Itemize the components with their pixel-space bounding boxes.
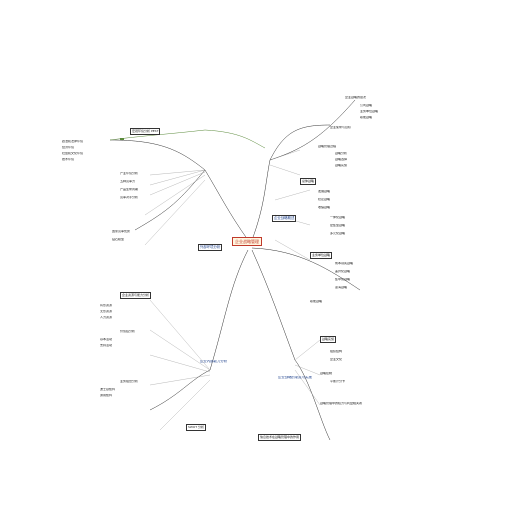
node-r11[interactable]: 集中化战略 <box>335 278 351 281</box>
link-top-right-cluster <box>269 124 331 161</box>
node-r4[interactable]: 收缩战略 <box>318 206 331 209</box>
node-c1[interactable]: 战略实施 <box>320 336 337 343</box>
node-b6[interactable]: 基本活动 <box>100 338 113 341</box>
node-t1[interactable]: 企业战略的层次 <box>345 96 367 99</box>
node-r13[interactable]: 职能战略 <box>310 300 323 303</box>
node-t6[interactable]: 战略管理过程 <box>318 145 337 148</box>
node-l8[interactable]: 产品生命周期 <box>120 188 139 191</box>
node-b9[interactable]: 波士顿矩阵 <box>100 388 116 391</box>
node-b2[interactable]: 有形资源 <box>100 304 113 307</box>
node-l3[interactable]: 经济环境 <box>62 146 75 149</box>
node-c4[interactable]: 战略控制 <box>320 372 333 375</box>
node-l2[interactable]: 政治和法律环境 <box>62 140 84 143</box>
spoke-bottom-left <box>209 249 249 371</box>
node-l10[interactable]: 国家竞争优势 <box>112 230 131 233</box>
node-b11[interactable]: SWOT 分析 <box>186 424 207 431</box>
node-c2[interactable]: 组织结构 <box>330 350 343 353</box>
node-t7[interactable]: 战略分析 <box>335 152 348 155</box>
node-r3[interactable]: 稳定战略 <box>318 198 331 201</box>
branch-bottom-left[interactable]: 企业内部能力分析 <box>200 360 228 363</box>
node-b4[interactable]: 人力资源 <box>100 316 113 319</box>
node-r6[interactable]: 密集型战略 <box>330 224 346 227</box>
spoke-top-left <box>204 169 249 241</box>
node-c5[interactable]: 平衡计分卡 <box>330 380 346 383</box>
node-r9[interactable]: 成本领先战略 <box>335 262 354 265</box>
node-r7[interactable]: 多元化战略 <box>330 232 346 235</box>
node-r1[interactable]: 总体战略 <box>300 178 317 185</box>
node-t8[interactable]: 战略选择 <box>335 158 348 161</box>
node-r5[interactable]: 一体化战略 <box>330 216 346 219</box>
node-l6[interactable]: 产业环境分析 <box>120 172 139 175</box>
center-node[interactable]: 企业战略管理 <box>232 237 262 246</box>
node-t2[interactable]: 公司战略 <box>360 104 373 107</box>
node-b3[interactable]: 无形资源 <box>100 310 113 313</box>
node-b10[interactable]: 通用矩阵 <box>100 394 113 397</box>
spoke-bottom-right <box>251 249 296 361</box>
node-b7[interactable]: 支持活动 <box>100 344 113 347</box>
branch-top-right[interactable]: 企业战略概述 <box>272 215 297 222</box>
node-r8[interactable]: 业务单位战略 <box>310 252 333 259</box>
node-l4[interactable]: 社会和文化环境 <box>62 152 84 155</box>
node-r12[interactable]: 蓝海战略 <box>335 286 348 289</box>
node-l9[interactable]: 竞争对手分析 <box>120 196 139 199</box>
node-l7[interactable]: 五种竞争力 <box>120 180 136 183</box>
node-r10[interactable]: 差异化战略 <box>335 270 351 273</box>
node-l11[interactable]: 钻石模型 <box>112 238 125 241</box>
green-marker <box>120 138 124 140</box>
node-l1[interactable]: 宏观环境分析 PEST <box>130 128 161 135</box>
node-b1[interactable]: 企业资源与能力分析 <box>120 292 152 299</box>
branch-top-left[interactable]: 外部环境分析 <box>198 244 223 251</box>
node-b8[interactable]: 业务组合分析 <box>120 380 139 383</box>
node-c6[interactable]: 战略管理中的权力与利益相关者 <box>320 402 363 405</box>
node-c3[interactable]: 企业文化 <box>330 358 343 361</box>
branch-bottom-right[interactable]: 企业战略的制定与实施 <box>278 376 312 379</box>
node-t3[interactable]: 业务单位战略 <box>360 110 379 113</box>
node-r2[interactable]: 发展战略 <box>318 190 331 193</box>
spoke-top-right <box>251 159 271 241</box>
node-l5[interactable]: 技术环境 <box>62 158 75 161</box>
node-b5[interactable]: 价值链分析 <box>120 330 136 333</box>
node-t5[interactable]: 企业使命与目标 <box>330 126 352 129</box>
node-c7[interactable]: 信息技术在战略管理中的作用 <box>258 434 302 441</box>
node-t9[interactable]: 战略实施 <box>335 164 348 167</box>
node-t4[interactable]: 职能战略 <box>360 116 373 119</box>
